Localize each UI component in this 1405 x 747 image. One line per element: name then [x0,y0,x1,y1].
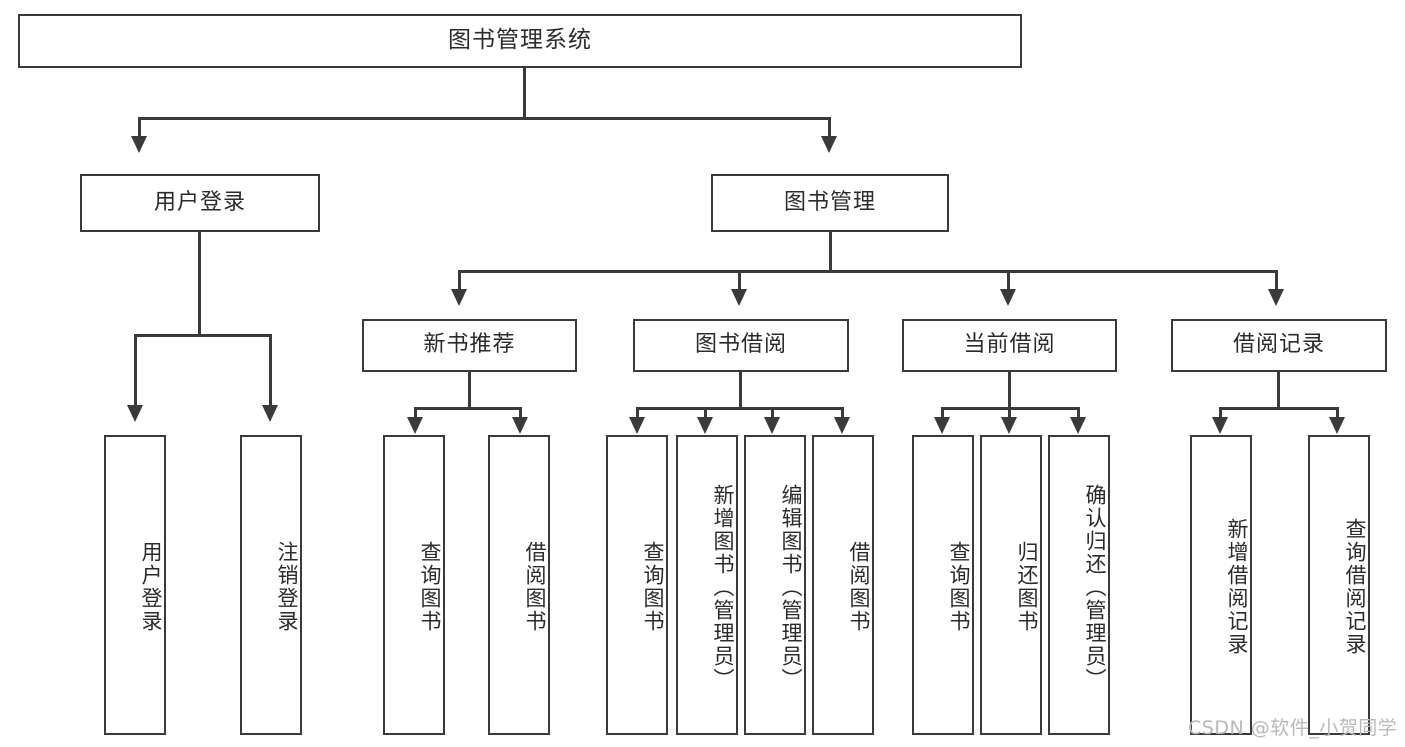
leaf-current-confirm-return-admin[interactable]: 确认归还（管理员） [1048,435,1110,735]
node-current-borrow[interactable]: 当前借阅 [902,319,1117,372]
leaf-borrow-edit-book-admin[interactable]: 编辑图书（管理员） [744,435,806,735]
connector-current-drop-1 [941,407,944,419]
arrowhead-borrow-leaf-3 [764,417,780,434]
arrowhead-current-borrow [1000,289,1016,306]
connector-recommend-bus [414,407,522,410]
connector-user-login-stem [198,232,201,336]
node-label: 新书推荐 [423,332,516,358]
connector-recommend-drop-2 [519,407,522,419]
arrowhead-borrow-leaf-2 [697,417,713,434]
leaf-borrow-query-book[interactable]: 查询图书 [606,435,668,735]
node-label: 注销登录 [275,541,299,633]
node-book-management[interactable]: 图书管理 [711,174,949,232]
node-new-book-recommend[interactable]: 新书推荐 [362,319,577,372]
node-label: 借阅记录 [1232,332,1325,358]
connector-borrow-drop-2 [704,407,707,419]
arrowhead-borrow-leaf-4 [834,417,850,434]
connector-borrow-bus [636,407,844,410]
arrowhead-record-leaf-1 [1212,417,1228,434]
node-label: 用户登录 [139,541,163,633]
connector-level3-drop-3 [1007,270,1010,291]
connector-current-drop-3 [1077,407,1080,419]
arrowhead-recommend-leaf-2 [512,417,528,434]
arrowhead-leaf-logout [262,405,278,422]
connector-level2-drop-right [828,117,831,138]
arrowhead-borrow-record [1268,289,1284,306]
arrowhead-user-login [131,136,147,153]
leaf-current-query-book[interactable]: 查询图书 [912,435,974,735]
connector-borrow-drop-3 [771,407,774,419]
node-label: 借阅图书 [847,541,871,633]
leaf-logout[interactable]: 注销登录 [240,435,302,735]
node-label: 借阅图书 [523,541,547,633]
csdn-watermark: CSDN @软件_小贺同学 [1188,713,1397,740]
node-label: 当前借阅 [963,332,1056,358]
arrowhead-recommend-leaf-1 [407,417,423,434]
connector-recommend-stem [468,372,471,409]
node-label: 查询借阅记录 [1343,518,1367,656]
connector-level3-drop-1 [458,270,461,291]
node-label: 用户登录 [153,189,246,215]
connector-level2-bus [138,117,831,120]
connector-current-drop-2 [1008,407,1011,419]
node-book-borrow[interactable]: 图书借阅 [633,319,849,372]
connector-borrow-drop-4 [841,407,844,419]
connector-record-stem [1277,372,1280,409]
node-label: 确认归还（管理员） [1083,483,1107,691]
arrowhead-book-management [821,136,837,153]
connector-record-drop-1 [1219,407,1222,419]
arrowhead-record-leaf-2 [1329,417,1345,434]
leaf-user-login[interactable]: 用户登录 [104,435,166,735]
connector-borrow-drop-1 [636,407,639,419]
connector-user-login-bus [134,334,272,337]
leaf-borrow-add-book-admin[interactable]: 新增图书（管理员） [676,435,738,735]
connector-recommend-drop-1 [414,407,417,419]
arrowhead-borrow-leaf-1 [629,417,645,434]
node-label: 图书管理系统 [448,27,592,54]
connector-root-stem [523,68,526,119]
connector-borrow-stem [739,372,742,409]
node-label: 查询图书 [418,541,442,633]
node-root-book-management-system[interactable]: 图书管理系统 [18,14,1022,68]
node-label: 查询图书 [947,541,971,633]
connector-level2-drop-left [138,117,141,138]
leaf-recommend-borrow-book[interactable]: 借阅图书 [488,435,550,735]
connector-record-bus [1219,407,1339,410]
connector-user-login-drop-1 [134,334,137,407]
connector-level3-bus [458,270,1278,273]
arrowhead-leaf-user-login [127,405,143,422]
connector-user-login-drop-2 [269,334,272,407]
node-label: 归还图书 [1015,541,1039,633]
leaf-recommend-query-book[interactable]: 查询图书 [383,435,445,735]
connector-level3-drop-4 [1275,270,1278,291]
connector-record-drop-2 [1336,407,1339,419]
leaf-record-query-record[interactable]: 查询借阅记录 [1308,435,1370,735]
connector-current-stem [1008,372,1011,409]
arrowhead-book-borrow [731,289,747,306]
arrowhead-new-book-recommend [451,289,467,306]
arrowhead-current-leaf-2 [1001,417,1017,434]
node-borrow-record[interactable]: 借阅记录 [1171,319,1387,372]
leaf-borrow-borrow-book[interactable]: 借阅图书 [812,435,874,735]
leaf-record-add-record[interactable]: 新增借阅记录 [1190,435,1252,735]
node-user-login[interactable]: 用户登录 [80,174,320,232]
connector-book-management-stem [829,232,832,272]
node-label: 查询图书 [641,541,665,633]
node-label: 新增图书（管理员） [711,483,735,691]
arrowhead-current-leaf-1 [934,417,950,434]
node-label: 图书借阅 [694,332,787,358]
leaf-current-return-book[interactable]: 归还图书 [980,435,1042,735]
node-label: 新增借阅记录 [1225,518,1249,656]
connector-level3-drop-2 [738,270,741,291]
node-label: 图书管理 [783,189,876,215]
arrowhead-current-leaf-3 [1070,417,1086,434]
watermark-text: CSDN @软件_小贺同学 [1188,717,1398,739]
node-label: 编辑图书（管理员） [779,483,803,691]
